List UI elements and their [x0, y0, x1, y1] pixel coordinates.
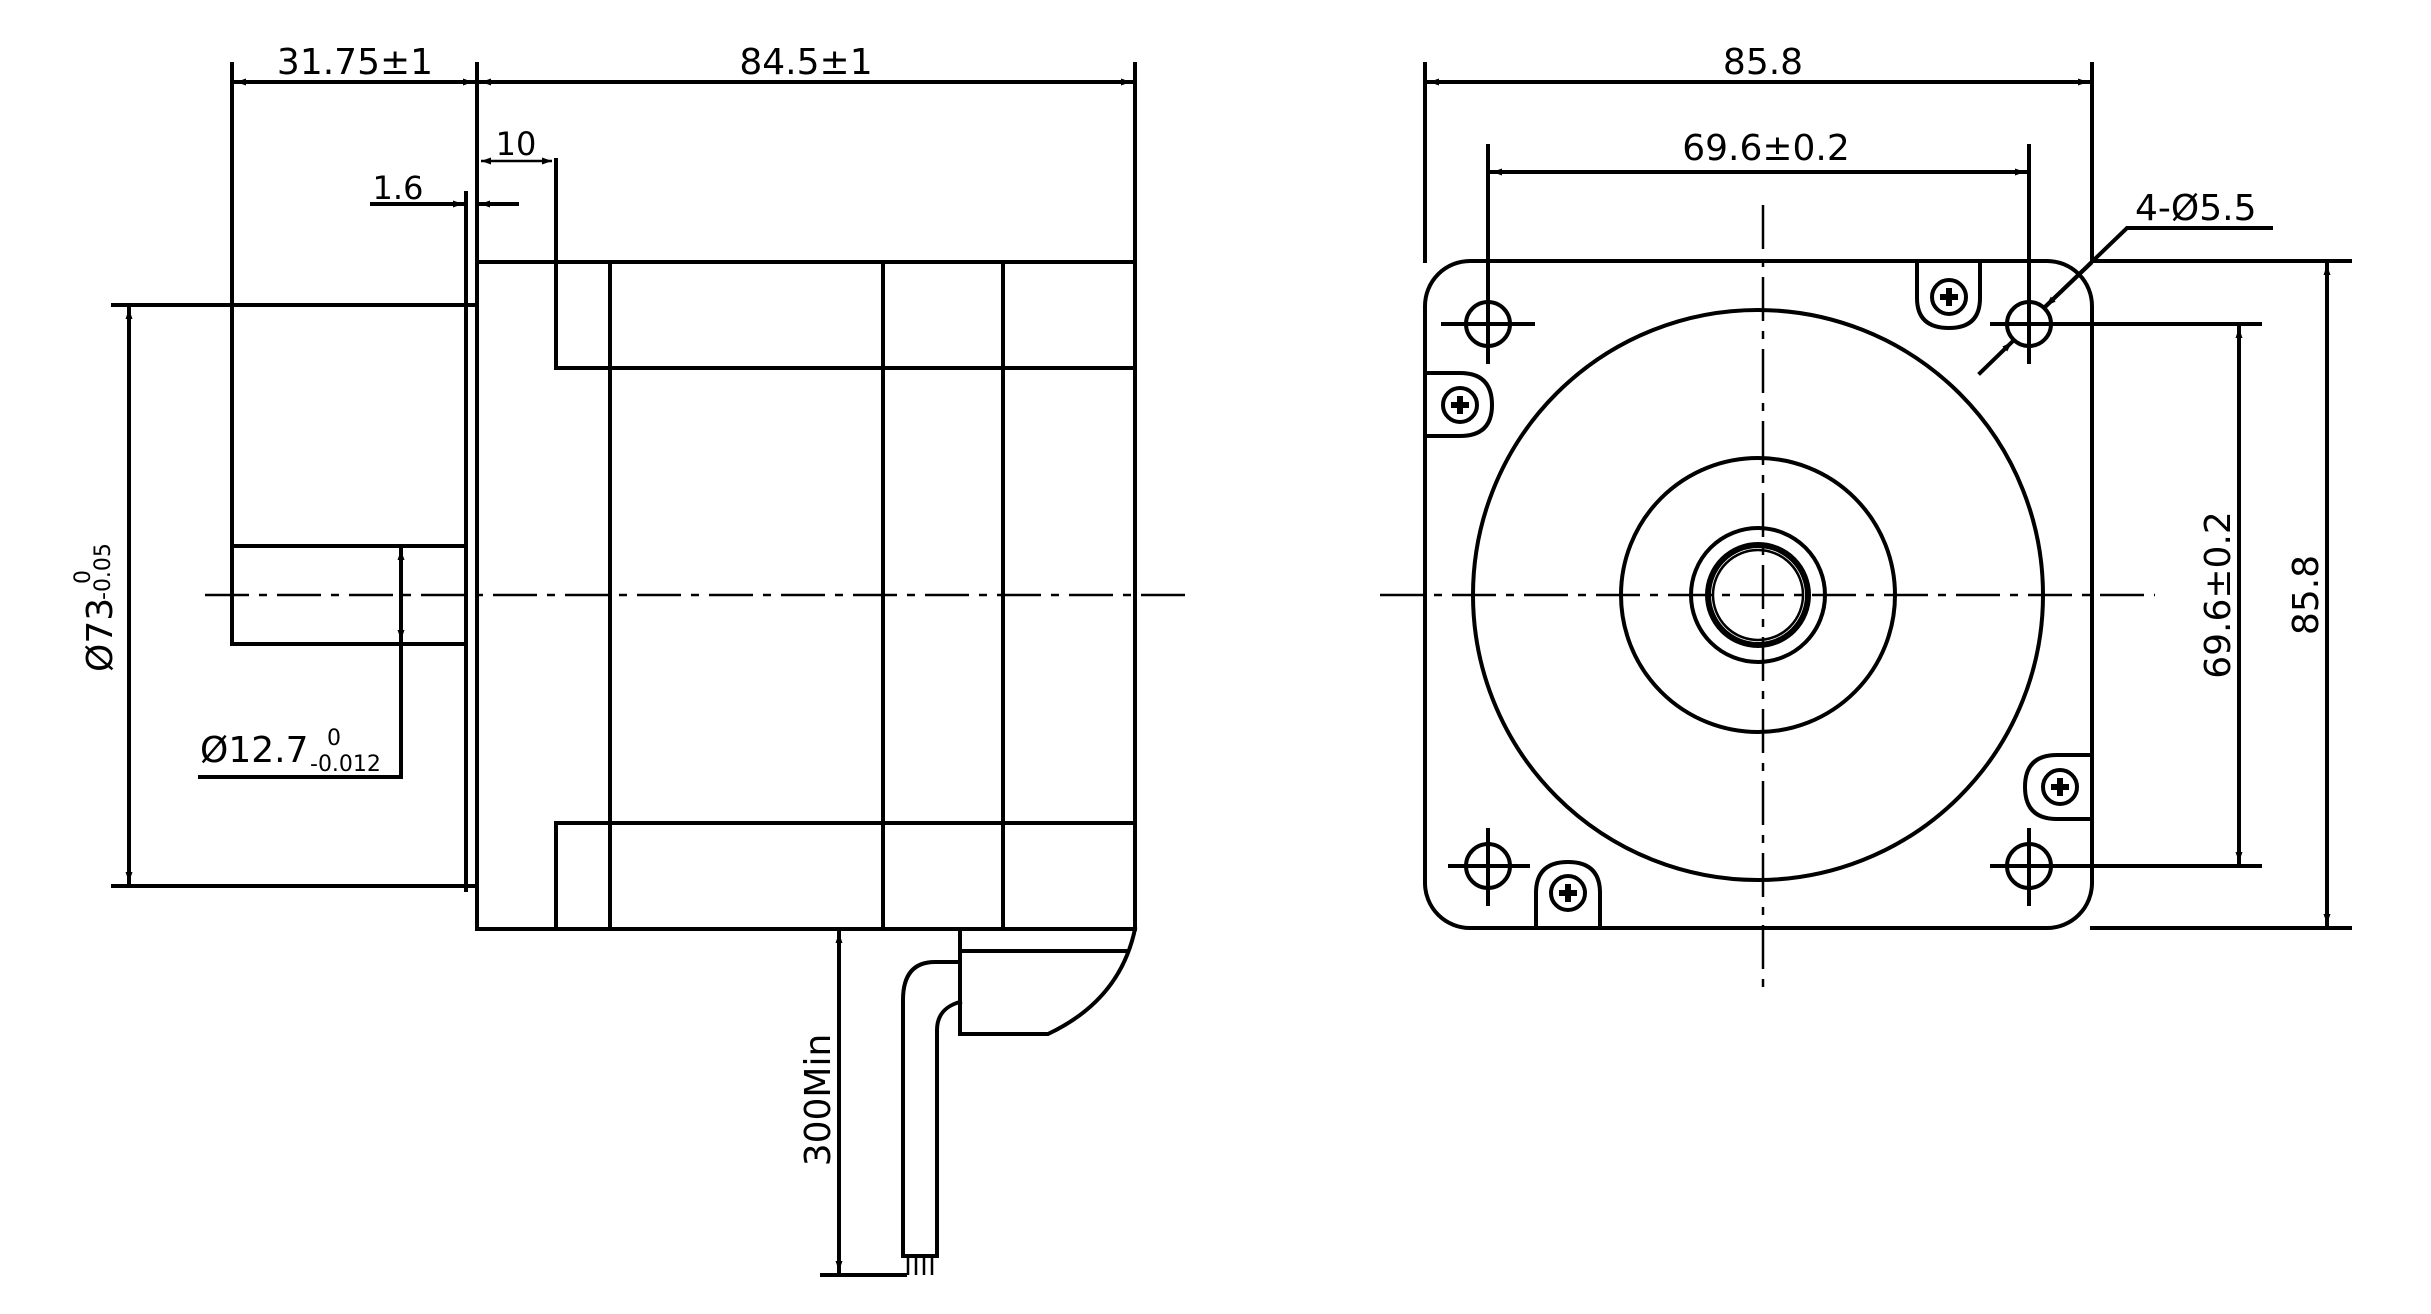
- screw-ear-left: [1423, 371, 1495, 438]
- front-cap-bottom-step: [554, 821, 1137, 931]
- front-cap-top-step: [554, 158, 1137, 370]
- flange-outline: [1423, 259, 2094, 930]
- shaft-diameter-leader: [198, 642, 403, 779]
- cable-outer-edge: [901, 960, 962, 1258]
- dim-pilot-diameter-tol-lower: -0.05: [91, 543, 116, 600]
- dim-height: 85.8: [2286, 555, 2327, 635]
- cable-exit-housing: [958, 926, 1138, 1036]
- mounting-hole-bottom-right: [1990, 828, 2262, 906]
- cable-inner-edge: [935, 999, 963, 1258]
- hole-callout-arrow-upper: [2043, 261, 2093, 309]
- dim-shaft-diameter: Ø12.7: [200, 730, 309, 771]
- screw-ear-top: [1915, 259, 1982, 331]
- dim-shaft-length: 31.75±1: [277, 42, 433, 83]
- dim-hole-spacing-v: 69.6±0.2: [2198, 511, 2239, 679]
- wire-ends: [906, 1256, 934, 1275]
- dim-pilot-diameter-group: Ø73 0 -0.05: [71, 543, 121, 672]
- shaft-circle-inner: [1711, 548, 1805, 642]
- mounting-hole-top-left: [1441, 144, 1535, 364]
- hole-callout-arrow-lower: [1977, 339, 2015, 376]
- dim-width: 85.8: [1723, 42, 1803, 83]
- dim-pilot-diameter: Ø73: [80, 598, 121, 672]
- svg-text:Ø73: Ø73: [80, 598, 121, 672]
- dim-hole-spacing-h: 69.6±0.2: [1682, 128, 1850, 169]
- side-view: 31.75±1 84.5±1 10 1.6 Ø73 0 -0.05 Ø12.7 …: [71, 42, 1190, 1277]
- dim-pilot-depth: 10: [496, 125, 537, 163]
- dim-pilot-diameter-tol-upper: 0: [71, 570, 96, 584]
- dim-hole-callout: 4-Ø5.5: [2135, 188, 2256, 229]
- hole-callout-leader: [2043, 226, 2273, 309]
- dim-lead-length: 300Min: [798, 1034, 839, 1167]
- screw-ear-bottom: [1534, 859, 1602, 930]
- dim-flange-thickness: 1.6: [373, 169, 424, 207]
- front-view: 85.8 69.6±0.2 4-Ø5.5 85.8 69.6±0.2: [1380, 42, 2352, 995]
- mounting-hole-bottom-left: [1448, 828, 1530, 906]
- mounting-hole-top-right: [1990, 144, 2262, 364]
- dim-shaft-diameter-tol-upper: 0: [327, 726, 341, 751]
- screw-ear-right: [2022, 753, 2094, 821]
- dim-body-length: 84.5±1: [739, 42, 872, 83]
- dim-shaft-diameter-tol-lower: -0.012: [310, 752, 381, 777]
